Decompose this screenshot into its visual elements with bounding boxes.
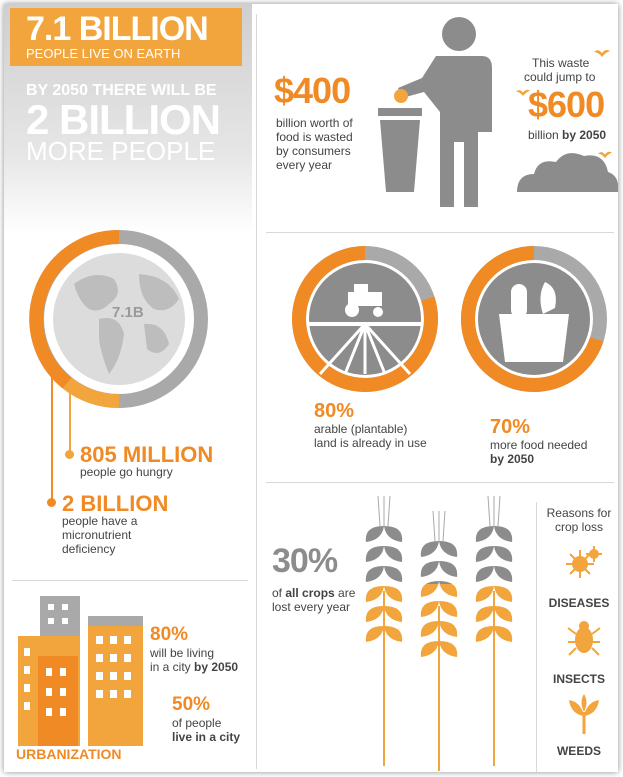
- waste-jump-line1: This waste: [532, 56, 590, 70]
- population-by-2050: BY 2050 THERE WILL BE: [26, 82, 217, 99]
- waste-line3: by consumers: [276, 144, 351, 158]
- hunger-text: people go hungry: [80, 465, 173, 479]
- arable-value: 80%: [314, 400, 355, 422]
- column-divider: [256, 14, 257, 769]
- micronutrient-line3: deficiency: [62, 542, 116, 556]
- urban-stat1-value: 80%: [150, 624, 189, 645]
- weed-icon: [569, 694, 599, 734]
- globe-ring: [29, 229, 208, 409]
- population-two-billion: 2 BILLION: [26, 96, 221, 143]
- more-food-arc: [461, 246, 604, 392]
- hunger-stem: [69, 386, 71, 456]
- apple-icon: [394, 89, 408, 103]
- more-food-value: 70%: [490, 416, 531, 438]
- wheat-icon: [364, 496, 514, 771]
- tractor-icon: [345, 284, 383, 317]
- infographic: 7.1 BILLION PEOPLE LIVE ON EARTH BY 2050…: [4, 4, 618, 772]
- hunger-dot: [65, 450, 74, 459]
- cloud-icon: [517, 153, 618, 192]
- arable-line1: arable (plantable): [314, 422, 408, 436]
- arable-line2: land is already in use: [314, 436, 427, 450]
- city-buildings-icon: [18, 596, 143, 746]
- reason-insects: INSECTS: [552, 672, 605, 686]
- micronutrient-line2: micronutrient: [62, 528, 132, 542]
- urban-stat2-value: 50%: [172, 694, 211, 715]
- crops-line2: lost every year: [272, 600, 351, 614]
- bird-icon: [516, 89, 530, 96]
- more-food-line1: more food needed: [490, 438, 588, 452]
- reason-diseases: DISEASES: [548, 596, 610, 610]
- urban-stat2-line1: of people: [172, 716, 222, 730]
- population-more-people: MORE PEOPLE: [26, 136, 216, 166]
- crops-line1: of all crops are: [272, 586, 356, 600]
- micronutrient-line1: people have a: [62, 514, 138, 528]
- waste-jump-line2: could jump to: [524, 70, 596, 84]
- waste-line4: every year: [276, 158, 333, 172]
- hunger-value: 805 MILLION: [80, 442, 214, 467]
- crops-value: 30%: [272, 542, 338, 580]
- reasons-title-line1: Reasons for: [546, 506, 612, 520]
- urbanization-title: URBANIZATION: [16, 746, 122, 762]
- person-trash-icon: [378, 17, 492, 207]
- waste-line2: food is wasted: [276, 130, 353, 144]
- micronutrient-dot: [47, 498, 56, 507]
- urban-stat1-line1: will be living: [150, 646, 215, 660]
- bird-icon: [598, 151, 612, 158]
- reasons-panel: [536, 502, 618, 772]
- urban-stat2-line2: live in a city: [172, 730, 241, 744]
- waste-jump-value: $600: [528, 84, 605, 125]
- waste-jump-line3: billion by 2050: [528, 128, 607, 142]
- waste-value: $400: [274, 70, 351, 111]
- insect-icon: [567, 621, 601, 656]
- more-food-ring: [461, 246, 607, 392]
- urban-stat1-line2: in a city by 2050: [150, 660, 239, 674]
- disease-icon: [566, 546, 602, 578]
- arable-arc: [292, 246, 438, 392]
- micronutrient-value: 2 BILLION: [62, 491, 169, 516]
- bird-icon: [594, 49, 610, 57]
- population-subline: PEOPLE LIVE ON EARTH: [26, 46, 181, 61]
- population-headline: 7.1 BILLION: [26, 10, 209, 48]
- arable-ring: [292, 246, 438, 392]
- reasons-title-line2: crop loss: [554, 520, 604, 534]
- population-banner: [10, 8, 242, 66]
- globe-label: 7.1B: [112, 304, 144, 321]
- reason-weeds: WEEDS: [556, 744, 601, 758]
- grocery-bag-icon: [499, 282, 569, 362]
- left-divider: [12, 580, 248, 581]
- micronutrient-stem: [51, 369, 53, 503]
- right-divider-2: [266, 482, 614, 483]
- more-food-line2: by 2050: [490, 452, 535, 466]
- waste-line1: billion worth of: [276, 116, 353, 130]
- right-divider-1: [266, 232, 614, 233]
